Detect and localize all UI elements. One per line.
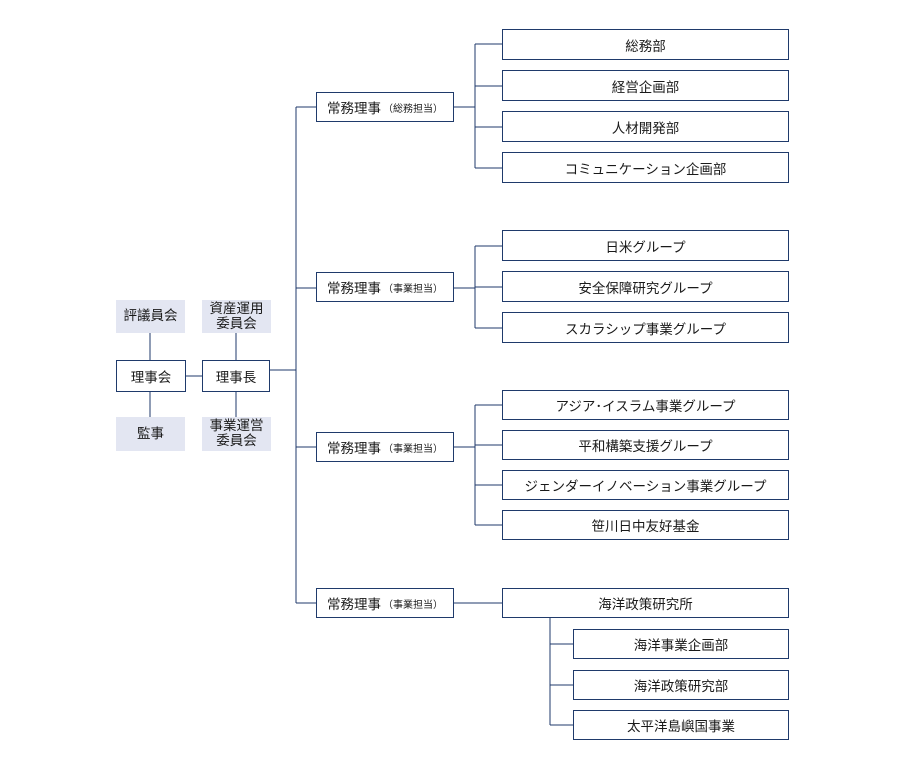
department-label: 人材開発部 bbox=[611, 120, 680, 137]
director-title: 常務理事 bbox=[327, 281, 381, 297]
department-box: 総務部 bbox=[502, 29, 789, 60]
sub-department-label: 海洋政策研究部 bbox=[633, 679, 729, 695]
project-committee-line1: 事業運営 bbox=[209, 418, 264, 434]
director-scope: （事業担当） bbox=[383, 283, 443, 295]
board-label: 理事会 bbox=[130, 370, 172, 386]
auditors-box: 監事 bbox=[116, 417, 185, 451]
director-scope: （事業担当） bbox=[383, 443, 443, 455]
sub-department-label: 海洋事業企画部 bbox=[633, 638, 729, 654]
councillors-label: 評議員会 bbox=[123, 308, 178, 324]
institute-box: 海洋政策研究所 bbox=[502, 588, 789, 618]
department-label: 安全保障研究グループ bbox=[578, 280, 713, 297]
director-box: 常務理事 （事業担当） bbox=[316, 272, 454, 302]
director-box: 常務理事 （事業担当） bbox=[316, 432, 454, 462]
department-box: スカラシップ事業グループ bbox=[502, 312, 789, 343]
asset-committee-line2: 委員会 bbox=[216, 315, 257, 332]
project-committee-line2: 委員会 bbox=[216, 433, 257, 449]
sub-department-box: 海洋政策研究部 bbox=[573, 670, 789, 700]
department-box: 経営企画部 bbox=[502, 70, 789, 101]
department-box: ジェンダーイノベーション事業グループ bbox=[502, 470, 789, 500]
department-label: 平和構築支援グループ bbox=[578, 439, 713, 455]
department-label: 総務部 bbox=[625, 38, 666, 55]
department-box: 安全保障研究グループ bbox=[502, 271, 789, 302]
auditors-label: 監事 bbox=[137, 425, 164, 442]
director-scope: （総務担当） bbox=[383, 103, 443, 115]
department-box: 笹川日中友好基金 bbox=[502, 510, 789, 540]
department-box: 日米グループ bbox=[502, 230, 789, 261]
director-box: 常務理事 （事業担当） bbox=[316, 588, 454, 618]
department-box: コミュニケーション企画部 bbox=[502, 152, 789, 183]
sub-department-box: 太平洋島嶼国事業 bbox=[573, 710, 789, 740]
department-label: コミュニケーション企画部 bbox=[564, 161, 727, 178]
department-box: 平和構築支援グループ bbox=[502, 430, 789, 460]
project-committee-box: 事業運営 委員会 bbox=[202, 417, 271, 451]
director-title: 常務理事 bbox=[327, 101, 381, 117]
asset-committee-box: 資産運用 委員会 bbox=[202, 300, 271, 333]
councillors-box: 評議員会 bbox=[116, 300, 185, 333]
department-label: 日米グループ bbox=[605, 239, 686, 256]
department-box: アジア･イスラム事業グループ bbox=[502, 390, 789, 420]
sub-department-label: 太平洋島嶼国事業 bbox=[627, 719, 735, 735]
institute-label: 海洋政策研究所 bbox=[598, 597, 693, 613]
director-title: 常務理事 bbox=[327, 441, 381, 457]
department-box: 人材開発部 bbox=[502, 111, 789, 142]
chairman-box: 理事長 bbox=[202, 360, 270, 392]
department-label: アジア･イスラム事業グループ bbox=[555, 399, 736, 415]
department-label: 経営企画部 bbox=[611, 79, 680, 96]
director-box: 常務理事 （総務担当） bbox=[316, 92, 454, 122]
sub-department-box: 海洋事業企画部 bbox=[573, 629, 789, 659]
department-label: スカラシップ事業グループ bbox=[565, 321, 726, 338]
asset-committee-line1: 資産運用 bbox=[209, 300, 264, 317]
director-title: 常務理事 bbox=[327, 597, 381, 613]
department-label: ジェンダーイノベーション事業グループ bbox=[524, 479, 767, 495]
department-label: 笹川日中友好基金 bbox=[591, 519, 700, 535]
board-box: 理事会 bbox=[116, 360, 186, 392]
chairman-label: 理事長 bbox=[215, 370, 257, 386]
director-scope: （事業担当） bbox=[383, 599, 443, 611]
